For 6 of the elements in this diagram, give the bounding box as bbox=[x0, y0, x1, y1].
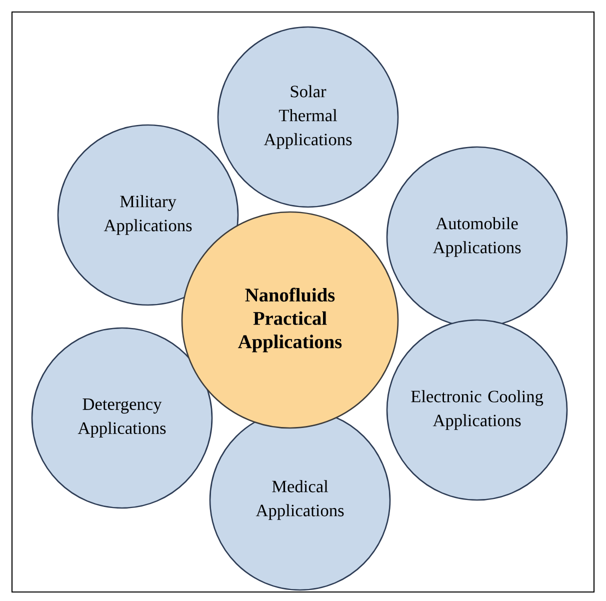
circle-node: Electronic Cooling Applications bbox=[386, 319, 568, 501]
circle-node: Detergency Applications bbox=[31, 327, 213, 509]
circle-node: Military Applications bbox=[57, 124, 239, 306]
circle-node: Medical Applications bbox=[209, 409, 391, 591]
circle-node: Solar Thermal Applications bbox=[217, 26, 399, 208]
circle-node: Automobile Applications bbox=[386, 146, 568, 328]
